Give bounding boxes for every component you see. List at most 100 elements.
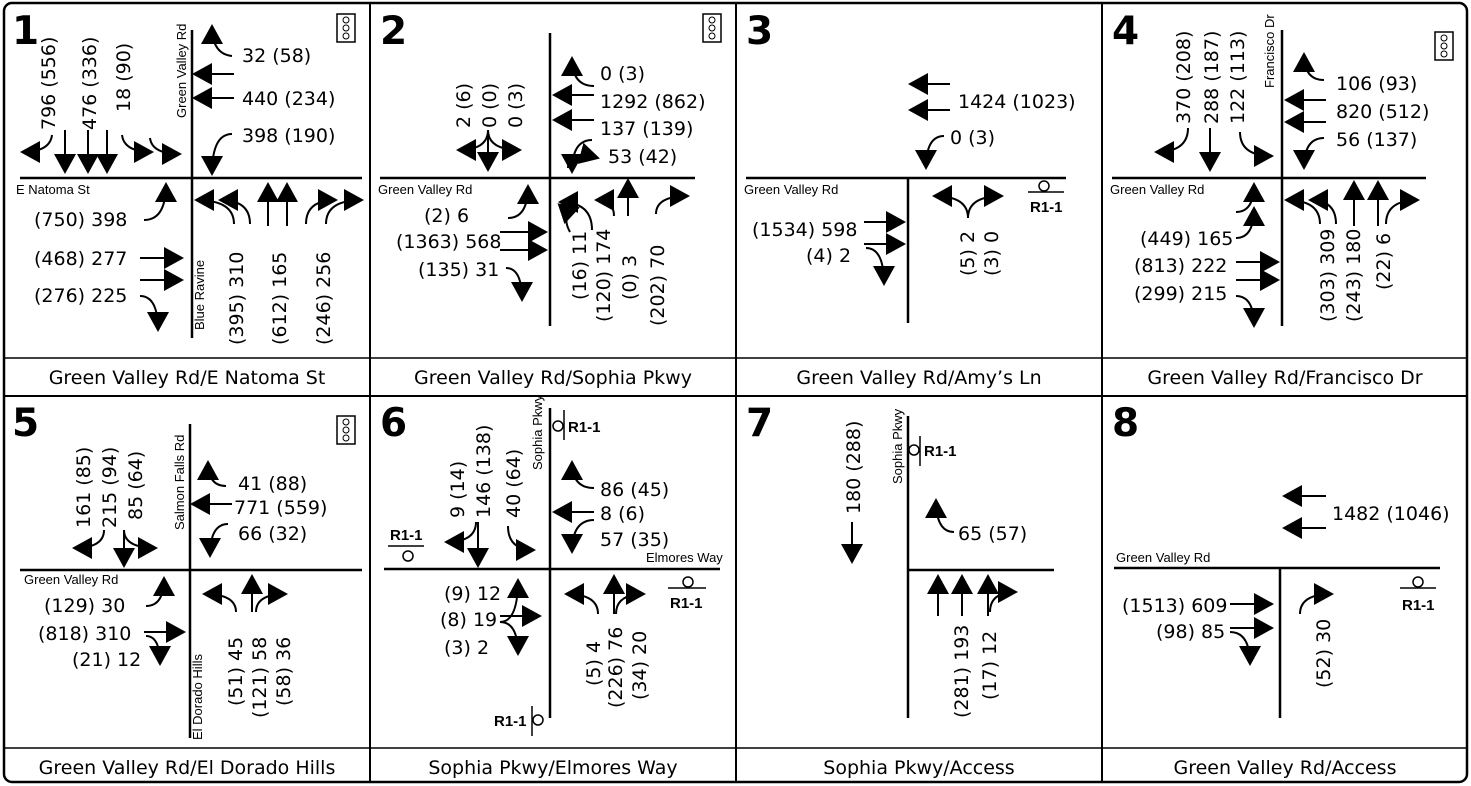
panel-1: 1 Green Valley Rd E Natoma St Blue Ravin… bbox=[12, 9, 364, 389]
volume-label: (16) 11 bbox=[569, 231, 591, 300]
turn-arrow bbox=[1235, 206, 1265, 239]
volume-label: (303) 309 bbox=[1317, 229, 1339, 322]
turn-arrow bbox=[932, 185, 969, 219]
panel-caption: Green Valley Rd/E Natoma St bbox=[49, 367, 326, 389]
turn-arrow bbox=[1284, 189, 1321, 225]
volume-label: (121) 58 bbox=[249, 637, 271, 718]
volume-label: (750) 398 bbox=[34, 209, 127, 231]
volume-label: (52) 30 bbox=[1313, 619, 1335, 688]
volume-label: 122 (113) bbox=[1227, 31, 1249, 124]
volume-label: 146 (138) bbox=[473, 425, 495, 518]
turn-arrow bbox=[561, 139, 593, 174]
volume-label: 440 (234) bbox=[242, 88, 335, 110]
turn-arrow bbox=[201, 24, 233, 57]
volume-label: (1534) 598 bbox=[752, 219, 857, 241]
panel-caption: Sophia Pkwy/Access bbox=[823, 757, 1014, 779]
volume-label: (202) 70 bbox=[647, 245, 669, 326]
street-name: Green Valley Rd bbox=[1116, 550, 1210, 565]
volume-label: 8 (6) bbox=[600, 503, 645, 525]
volume-label: 32 (58) bbox=[242, 45, 311, 67]
sign-label: R1-1 bbox=[1402, 597, 1435, 614]
turn-arrow bbox=[139, 295, 169, 332]
turn-arrow bbox=[456, 129, 489, 161]
panel-caption: Green Valley Rd/Francisco Dr bbox=[1147, 367, 1422, 389]
street-name: Green Valley Rd bbox=[1110, 182, 1204, 197]
street-name: Green Valley Rd bbox=[744, 182, 838, 197]
sign-label: R1-1 bbox=[390, 527, 423, 544]
turn-arrow bbox=[1293, 137, 1325, 170]
street-name: Francisco Dr bbox=[1262, 14, 1277, 88]
turn-arrow bbox=[865, 247, 895, 286]
volume-label: (3) 2 bbox=[444, 637, 489, 659]
turn-arrow bbox=[1239, 131, 1274, 167]
turn-arrow bbox=[561, 460, 595, 489]
street-name: Green Valley Rd bbox=[378, 182, 472, 197]
volume-label: (281) 193 bbox=[951, 625, 973, 718]
stop-sign-icon bbox=[668, 576, 706, 589]
turn-arrow bbox=[218, 189, 251, 225]
turn-arrow bbox=[1154, 127, 1189, 163]
turn-arrow bbox=[145, 635, 171, 666]
turn-arrow bbox=[487, 129, 522, 161]
turn-arrow bbox=[567, 142, 600, 169]
sign-label: R1-1 bbox=[670, 595, 703, 612]
volume-label: (4) 2 bbox=[806, 245, 851, 267]
volume-label: 476 (336) bbox=[79, 37, 101, 130]
volume-label: (2) 6 bbox=[424, 205, 469, 227]
turn-arrow bbox=[199, 523, 229, 558]
volume-label: (98) 85 bbox=[1156, 621, 1225, 643]
turn-arrow bbox=[149, 137, 182, 165]
volume-label: (449) 165 bbox=[1140, 228, 1233, 250]
turn-arrow bbox=[197, 460, 227, 487]
panel-5: 5 Salmon Falls Rd Green Valley Rd El Dor… bbox=[12, 401, 362, 779]
panel-number: 4 bbox=[1112, 9, 1139, 54]
turn-arrow bbox=[989, 581, 1018, 613]
volume-label: (243) 180 bbox=[1343, 229, 1365, 322]
panel-number: 6 bbox=[380, 401, 407, 446]
panel-8: 8 Green Valley Rd 1482 (1046) (1513) 609… bbox=[1112, 401, 1450, 779]
turn-arrow bbox=[201, 133, 233, 176]
volume-label: 0 (3) bbox=[950, 127, 995, 149]
volume-label: (34) 20 bbox=[629, 631, 651, 700]
turn-arrow bbox=[967, 185, 1004, 219]
traffic-signal-icon bbox=[702, 13, 722, 43]
turn-arrow bbox=[1308, 189, 1337, 225]
volume-label: 41 (88) bbox=[238, 473, 307, 495]
volume-label: 398 (190) bbox=[242, 125, 335, 147]
volume-label: (5) 4 bbox=[583, 641, 605, 686]
turn-arrow bbox=[202, 583, 237, 613]
turn-arrow bbox=[72, 529, 105, 559]
turn-arrow bbox=[255, 583, 288, 613]
volume-label: 288 (187) bbox=[1201, 31, 1223, 124]
turn-arrow bbox=[1299, 583, 1334, 615]
street-name: Green Valley Rd bbox=[174, 24, 189, 118]
sign-label: R1-1 bbox=[1030, 199, 1063, 216]
panel-caption: Sophia Pkwy/Elmores Way bbox=[428, 757, 677, 779]
panel-7: 7 Sophia Pkwy R1-1 180 (288) 65 (57) (28… bbox=[746, 401, 1054, 779]
volume-label: 0 (0) bbox=[479, 83, 501, 128]
volume-label: (612) 165 bbox=[269, 252, 291, 345]
volume-label: 2 (6) bbox=[453, 83, 475, 128]
volume-label: 215 (94) bbox=[99, 447, 121, 528]
volume-label: (0) 3 bbox=[619, 255, 641, 300]
turn-arrow bbox=[20, 134, 53, 163]
traffic-signal-icon bbox=[336, 13, 356, 43]
turn-arrow bbox=[194, 189, 235, 225]
volume-label: (1513) 609 bbox=[1122, 595, 1227, 617]
volume-label: 771 (559) bbox=[234, 497, 327, 519]
turn-arrow bbox=[507, 525, 536, 561]
street-name: Salmon Falls Rd bbox=[172, 435, 187, 530]
stop-sign-icon bbox=[552, 410, 565, 440]
turn-arrow bbox=[305, 189, 338, 225]
turn-arrow bbox=[507, 184, 539, 219]
turn-arrow bbox=[121, 134, 154, 163]
turn-arrow bbox=[1235, 295, 1265, 328]
volume-label: (395) 310 bbox=[226, 252, 248, 345]
turn-arrow bbox=[564, 583, 599, 615]
volume-label: 57 (35) bbox=[600, 529, 669, 551]
traffic-signal-icon bbox=[1434, 31, 1454, 61]
volume-label: (51) 45 bbox=[225, 637, 247, 706]
volume-label: 66 (32) bbox=[238, 523, 307, 545]
turn-arrow bbox=[558, 191, 593, 231]
